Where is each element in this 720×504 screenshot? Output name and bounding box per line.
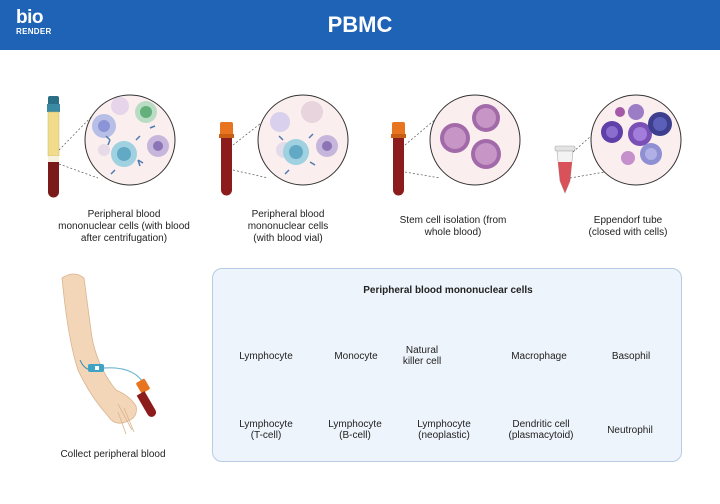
blood-vial-icon bbox=[219, 122, 234, 196]
caption-stem-cell-isolation: Stem cell isolation (from whole blood) bbox=[399, 215, 507, 238]
label-dendritic-cell: Dendritic cell (plasmacytoid) bbox=[508, 419, 574, 441]
header-bar: bio RENDER PBMC bbox=[0, 0, 720, 50]
pbmc-cell-types-panel: Peripheral blood mononuclear cells Lymph… bbox=[212, 268, 682, 462]
caption-collect-blood: Collect peripheral blood bbox=[60, 449, 166, 460]
page-title: PBMC bbox=[327, 12, 393, 37]
label-natural-killer-cell: Natural killer cell bbox=[402, 345, 442, 367]
magnified-vial-cells-circle bbox=[257, 94, 349, 186]
magnified-stem-cells-circle bbox=[429, 94, 521, 186]
label-monocyte: Monocyte bbox=[334, 351, 378, 362]
arm-blood-draw-icon bbox=[61, 273, 157, 435]
caption-centrifuged-pbmc: Peripheral blood mononuclear cells (with… bbox=[58, 209, 190, 244]
label-neutrophil: Neutrophil bbox=[607, 425, 653, 436]
caption-eppendorf-tube: Eppendorf tube (closed with cells) bbox=[588, 215, 668, 238]
eppendorf-tube-icon bbox=[554, 145, 576, 194]
logo-bio-text: bio bbox=[16, 7, 44, 28]
logo-render-text: RENDER bbox=[16, 27, 52, 36]
label-lymphocyte: Lymphocyte bbox=[239, 351, 293, 362]
label-neoplastic-lymphocyte: Lymphocyte (neoplastic) bbox=[417, 419, 471, 441]
centrifuged-tube-icon bbox=[47, 96, 60, 198]
stem-cell-tube-icon bbox=[391, 122, 406, 196]
panel-title: Peripheral blood mononuclear cells bbox=[363, 285, 533, 296]
label-basophil: Basophil bbox=[611, 351, 651, 362]
magnified-eppendorf-cells-circle bbox=[590, 94, 682, 186]
biorender-logo[interactable]: bio RENDER bbox=[16, 7, 52, 41]
label-macrophage: Macrophage bbox=[511, 351, 567, 362]
label-b-cell: Lymphocyte (B-cell) bbox=[328, 419, 382, 441]
caption-blood-vial-pbmc: Peripheral blood mononuclear cells (with… bbox=[247, 209, 329, 244]
magnified-pbmc-circle bbox=[84, 94, 176, 186]
label-t-cell: Lymphocyte (T-cell) bbox=[239, 419, 293, 441]
